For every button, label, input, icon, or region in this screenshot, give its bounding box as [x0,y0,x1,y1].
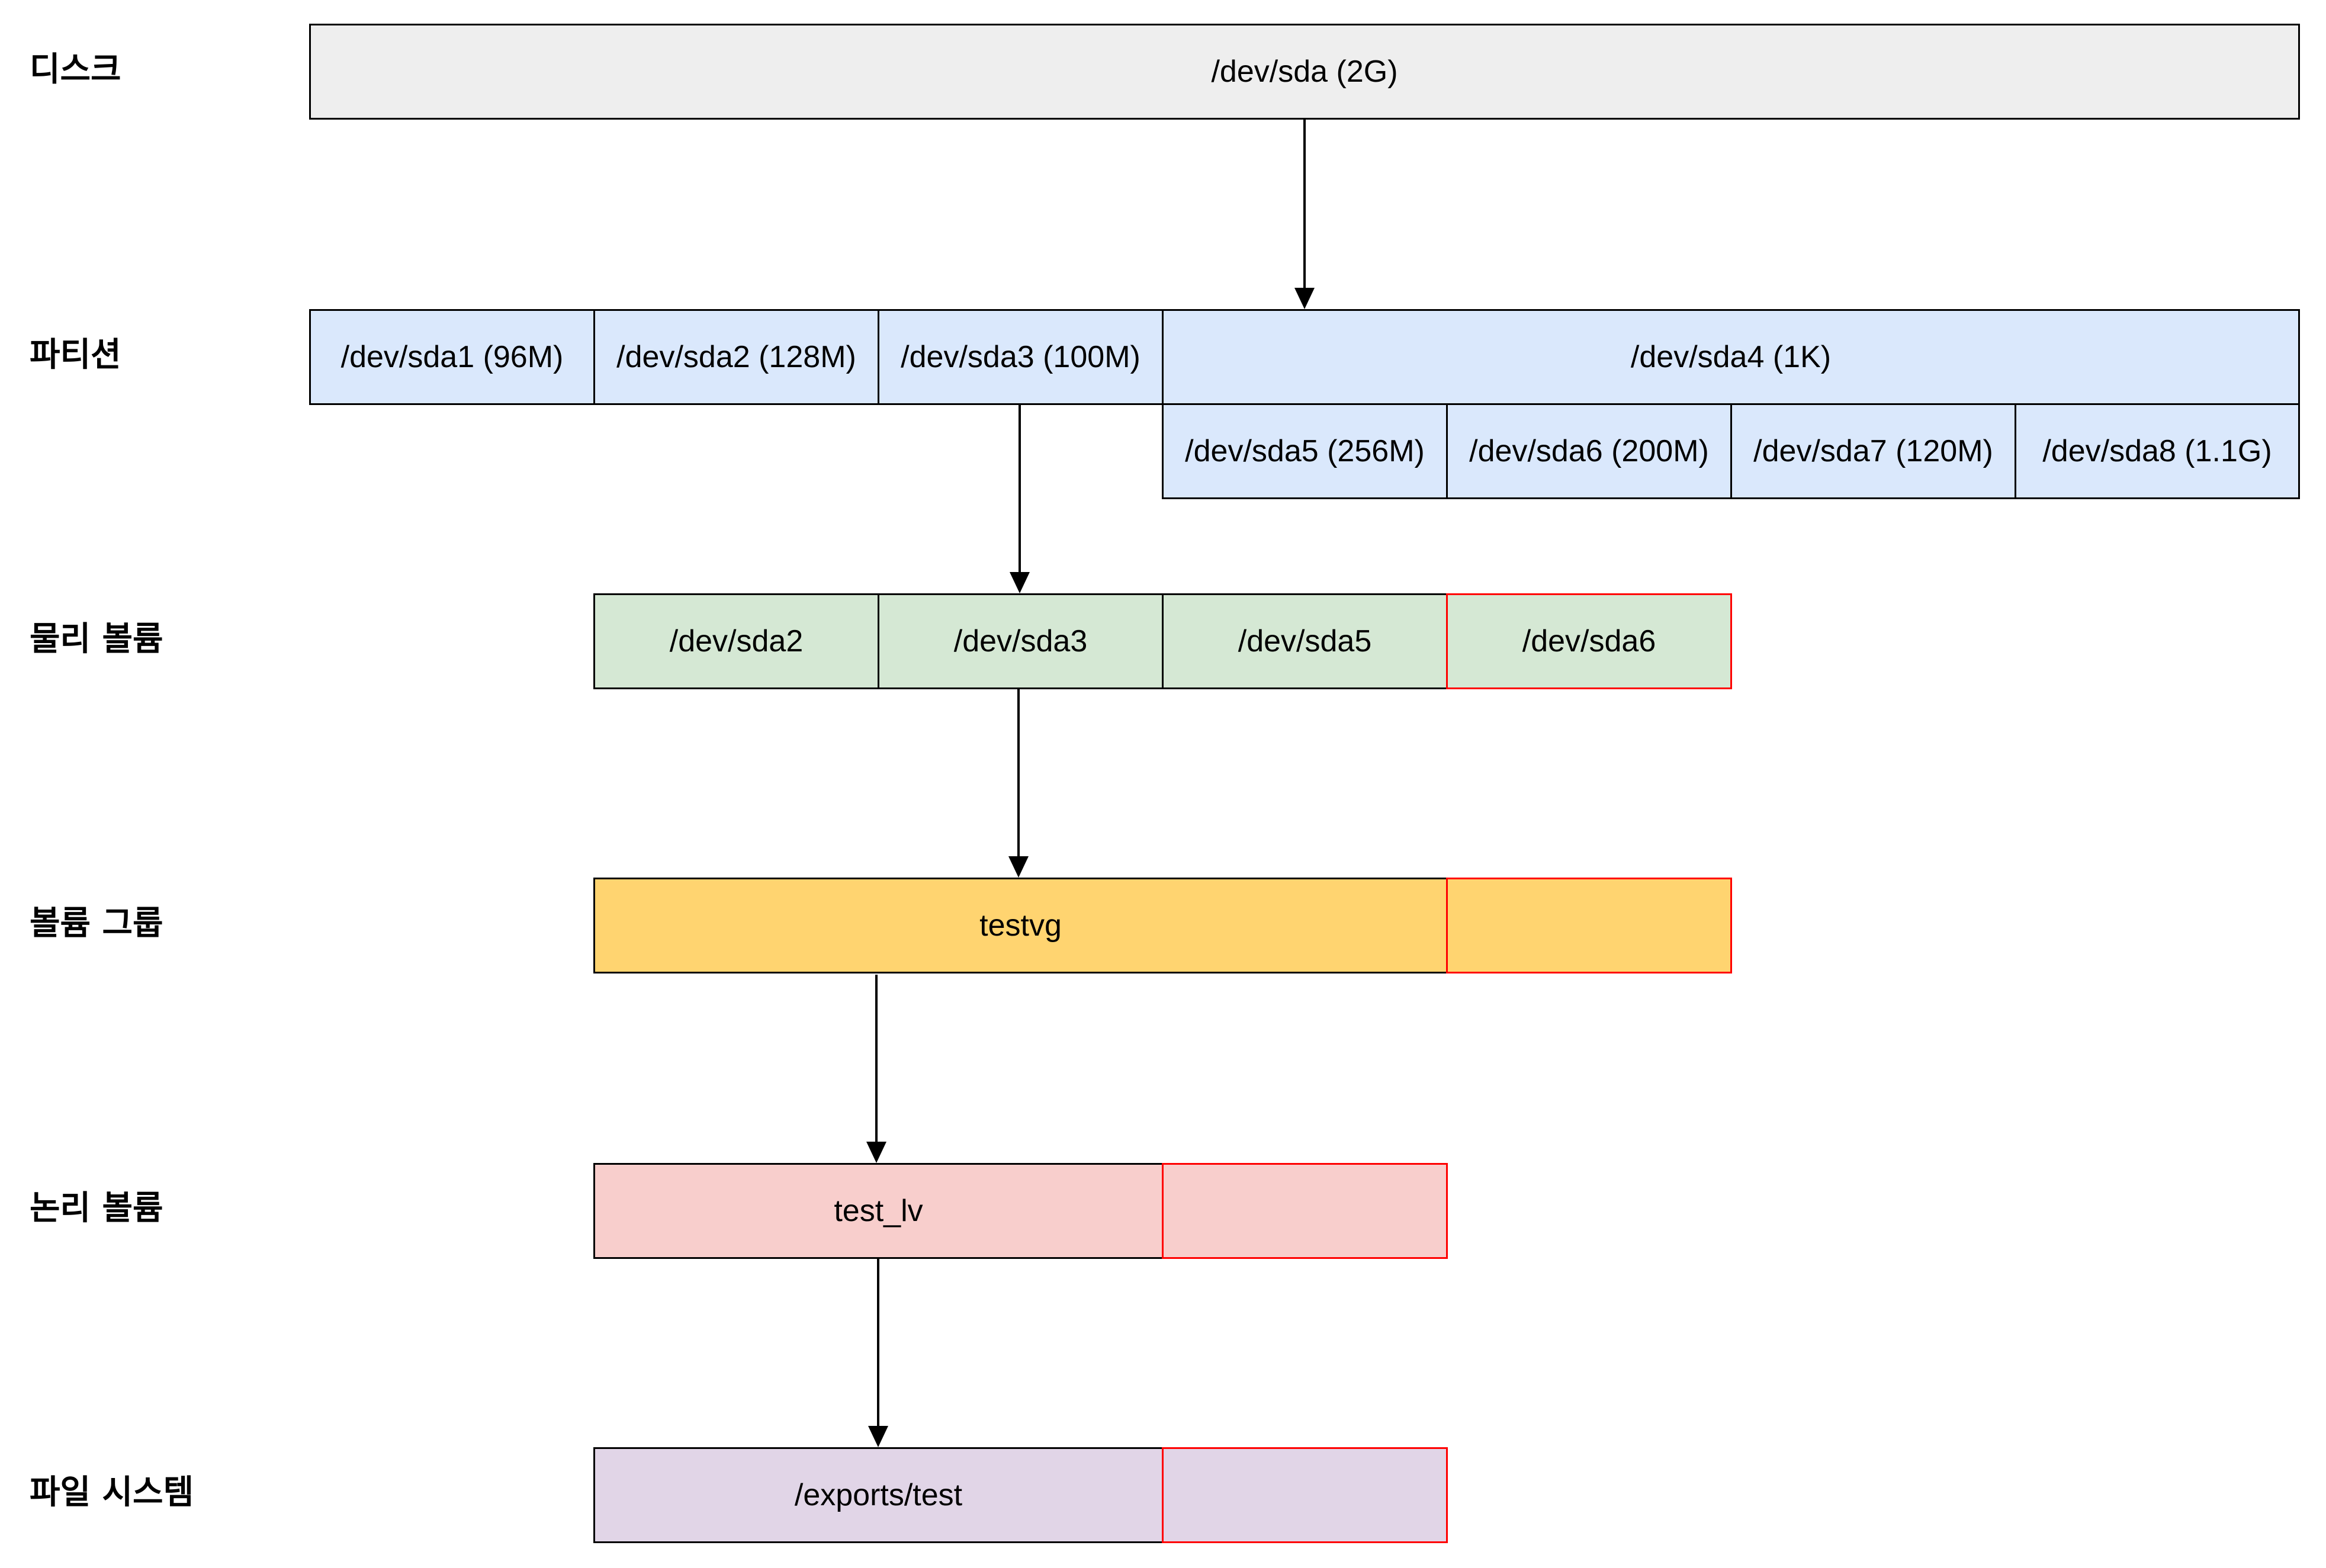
disk-label: /dev/sda (2G) [1211,54,1398,89]
layer-label-disk: 디스크 [30,50,121,89]
logical-volume-extension [1162,1163,1448,1259]
pv-sda6-added: /dev/sda6 [1446,593,1732,689]
lv-label: test_lv [834,1194,923,1228]
partition-sda3: /dev/sda3 (100M) [878,309,1164,405]
arrow-vg-to-lv [866,975,886,1163]
partition-sda8: /dev/sda8 (1.1G) [2015,403,2300,499]
arrow-partition-to-pv [1010,405,1030,593]
partition-label: /dev/sda7 (120M) [1753,434,1993,468]
pv-label: /dev/sda6 [1522,624,1656,658]
pv-label: /dev/sda2 [669,624,804,658]
partition-label: /dev/sda5 (256M) [1185,434,1425,468]
partition-label: /dev/sda8 (1.1G) [2042,434,2272,468]
arrow-pv-to-vg [1008,689,1029,878]
layer-label-partition: 파티션 [30,336,121,374]
disk-box: /dev/sda (2G) [309,24,2300,120]
partition-label: /dev/sda4 (1K) [1630,340,1832,374]
partition-sda2: /dev/sda2 (128M) [593,309,879,405]
partition-sda6: /dev/sda6 (200M) [1446,403,1732,499]
volume-group-testvg: testvg [593,878,1448,973]
layer-label-file-system: 파일 시스템 [30,1473,194,1512]
partition-label: /dev/sda6 (200M) [1469,434,1709,468]
arrow-disk-to-partition [1294,120,1315,309]
pv-sda5: /dev/sda5 [1162,593,1448,689]
fs-label: /exports/test [794,1478,963,1512]
partition-sda4-extended: /dev/sda4 (1K) [1162,309,2300,405]
file-system-exports-test: /exports/test [593,1447,1164,1543]
arrow-lv-to-fs [868,1259,888,1447]
logical-volume-test-lv: test_lv [593,1163,1164,1259]
partition-label: /dev/sda3 (100M) [901,340,1140,374]
layer-label-physical-volume: 물리 볼륨 [30,620,163,658]
volume-group-extension [1446,878,1732,973]
partition-sda5: /dev/sda5 (256M) [1162,403,1448,499]
layer-label-volume-group: 볼륨 그룹 [30,904,163,943]
file-system-extension [1162,1447,1448,1543]
partition-label: /dev/sda2 (128M) [616,340,856,374]
partition-sda7: /dev/sda7 (120M) [1730,403,2016,499]
partition-label: /dev/sda1 (96M) [340,340,564,374]
pv-label: /dev/sda3 [953,624,1088,658]
vg-label: testvg [979,908,1062,943]
partition-sda1: /dev/sda1 (96M) [309,309,595,405]
layer-label-logical-volume: 논리 볼륨 [30,1189,163,1228]
pv-label: /dev/sda5 [1238,624,1372,658]
